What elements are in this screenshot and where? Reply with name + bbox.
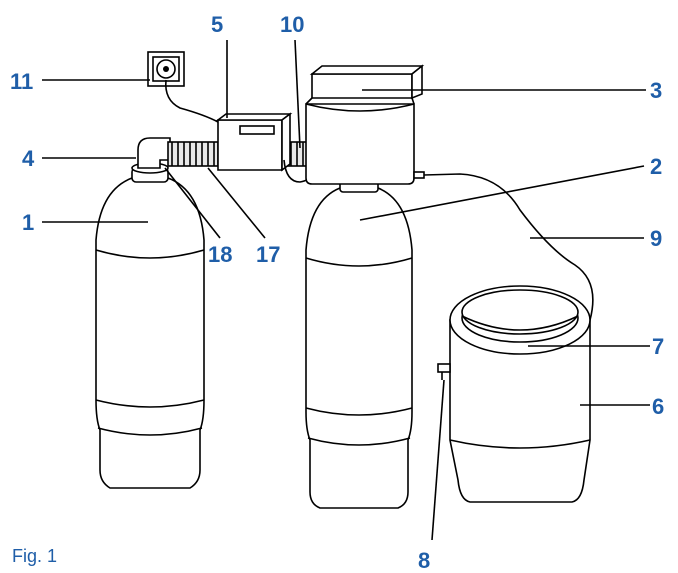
water-meter-box: [215, 112, 293, 172]
left-resin-tank: [95, 162, 205, 489]
callout-8: 8: [418, 548, 430, 573]
callout-4: 4: [22, 146, 35, 171]
elbow-pipe: [137, 137, 171, 169]
brine-tube: [423, 173, 594, 321]
callout-10: 10: [280, 12, 304, 37]
callout-3: 3: [650, 78, 662, 103]
callout-9: 9: [650, 226, 662, 251]
callout-7: 7: [652, 334, 664, 359]
leader-2: [359, 165, 645, 221]
callout-6: 6: [652, 394, 664, 419]
callout-1: 1: [22, 210, 34, 235]
wall-socket: [147, 51, 185, 87]
callout-5: 5: [211, 12, 223, 37]
callout-11: 11: [10, 69, 33, 94]
leader-17: [207, 167, 266, 239]
leader-18: [164, 167, 221, 239]
callout-18: 18: [208, 242, 232, 267]
brine-tank: [449, 285, 591, 503]
leader-10: [294, 39, 301, 149]
callout-2: 2: [650, 154, 662, 179]
leader-8: [431, 379, 445, 541]
power-cable: [164, 79, 219, 123]
figure-caption: Fig. 1: [12, 546, 58, 566]
control-valve-head: [305, 64, 425, 185]
right-resin-tank: [305, 179, 413, 509]
overflow-fitting: [437, 363, 451, 380]
callout-17: 17: [256, 242, 280, 267]
